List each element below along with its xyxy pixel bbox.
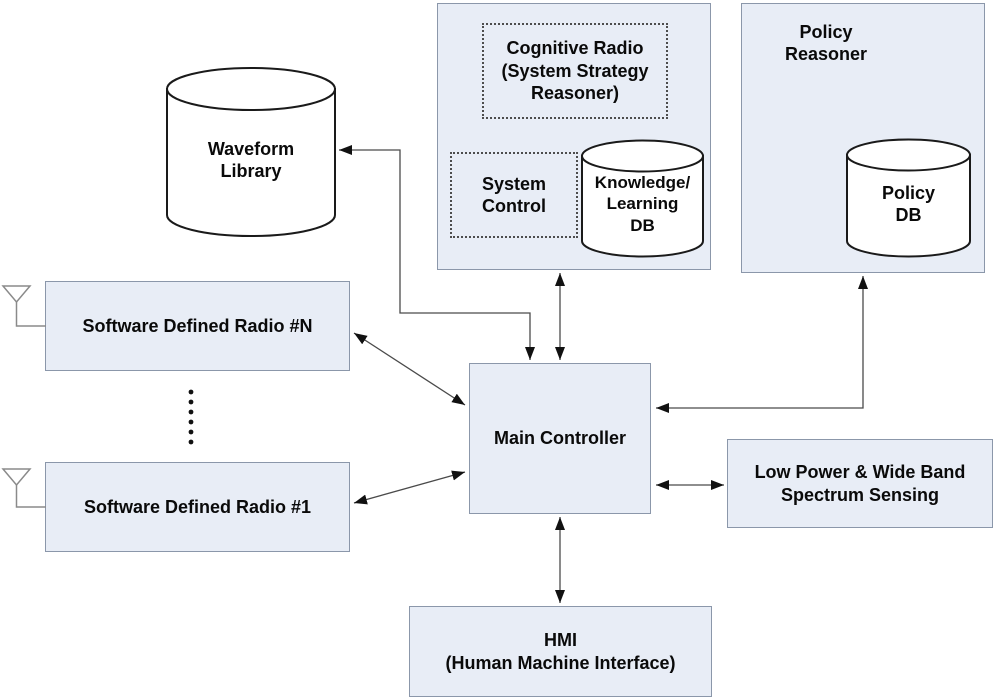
sdr-1-label: Software Defined Radio #1 (83, 496, 312, 517)
knowledge-db-label: Knowledge/ Learning DB (594, 173, 691, 235)
main-controller-box (469, 363, 651, 514)
sdr-n-label: Software Defined Radio #N (82, 315, 313, 336)
waveform-library-label: Waveform Library (207, 138, 295, 182)
hmi-box (409, 606, 712, 697)
cognitive-radio-label: Cognitive Radio (System Strategy Reasone… (501, 38, 649, 104)
policy-reasoner-label: Policy Reasoner (784, 21, 868, 65)
spectrum-sensing-box (727, 439, 993, 528)
main-controller-label: Main Controller (493, 428, 626, 449)
policy-db-label: Policy DB (881, 182, 936, 226)
hmi-label: HMI (Human Machine Interface) (445, 630, 676, 673)
sdr-n-box (45, 281, 350, 371)
cognitive-radio-dotted-box (482, 23, 668, 119)
sdr-1-box (45, 462, 350, 552)
system-control-label: System Control (481, 173, 547, 217)
spectrum-sensing-label: Low Power & Wide Band Spectrum Sensing (754, 462, 966, 505)
